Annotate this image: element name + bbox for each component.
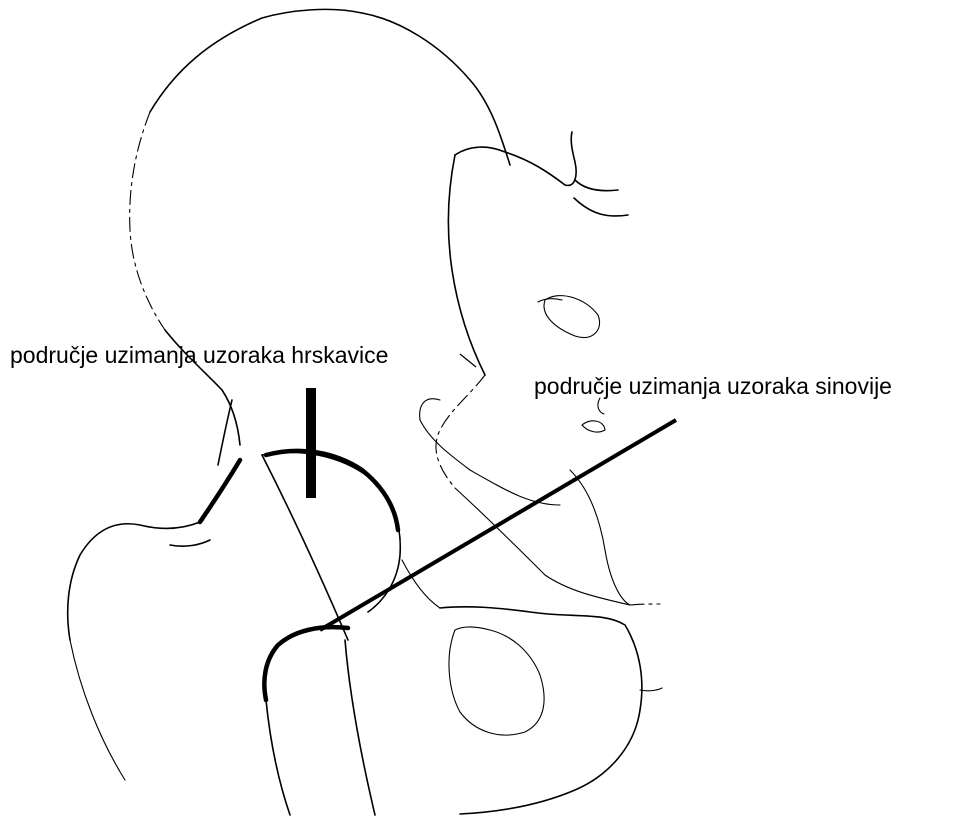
femur-outline bbox=[68, 522, 375, 815]
cartilage-label-leader bbox=[460, 354, 476, 367]
pubis-outline bbox=[440, 607, 662, 814]
femoral-head bbox=[200, 400, 440, 640]
synovium-sampling-label: područje uzimanja uzoraka sinovije bbox=[534, 375, 892, 398]
cartilage-sampling-label: područje uzimanja uzoraka hrskavice bbox=[10, 344, 388, 367]
